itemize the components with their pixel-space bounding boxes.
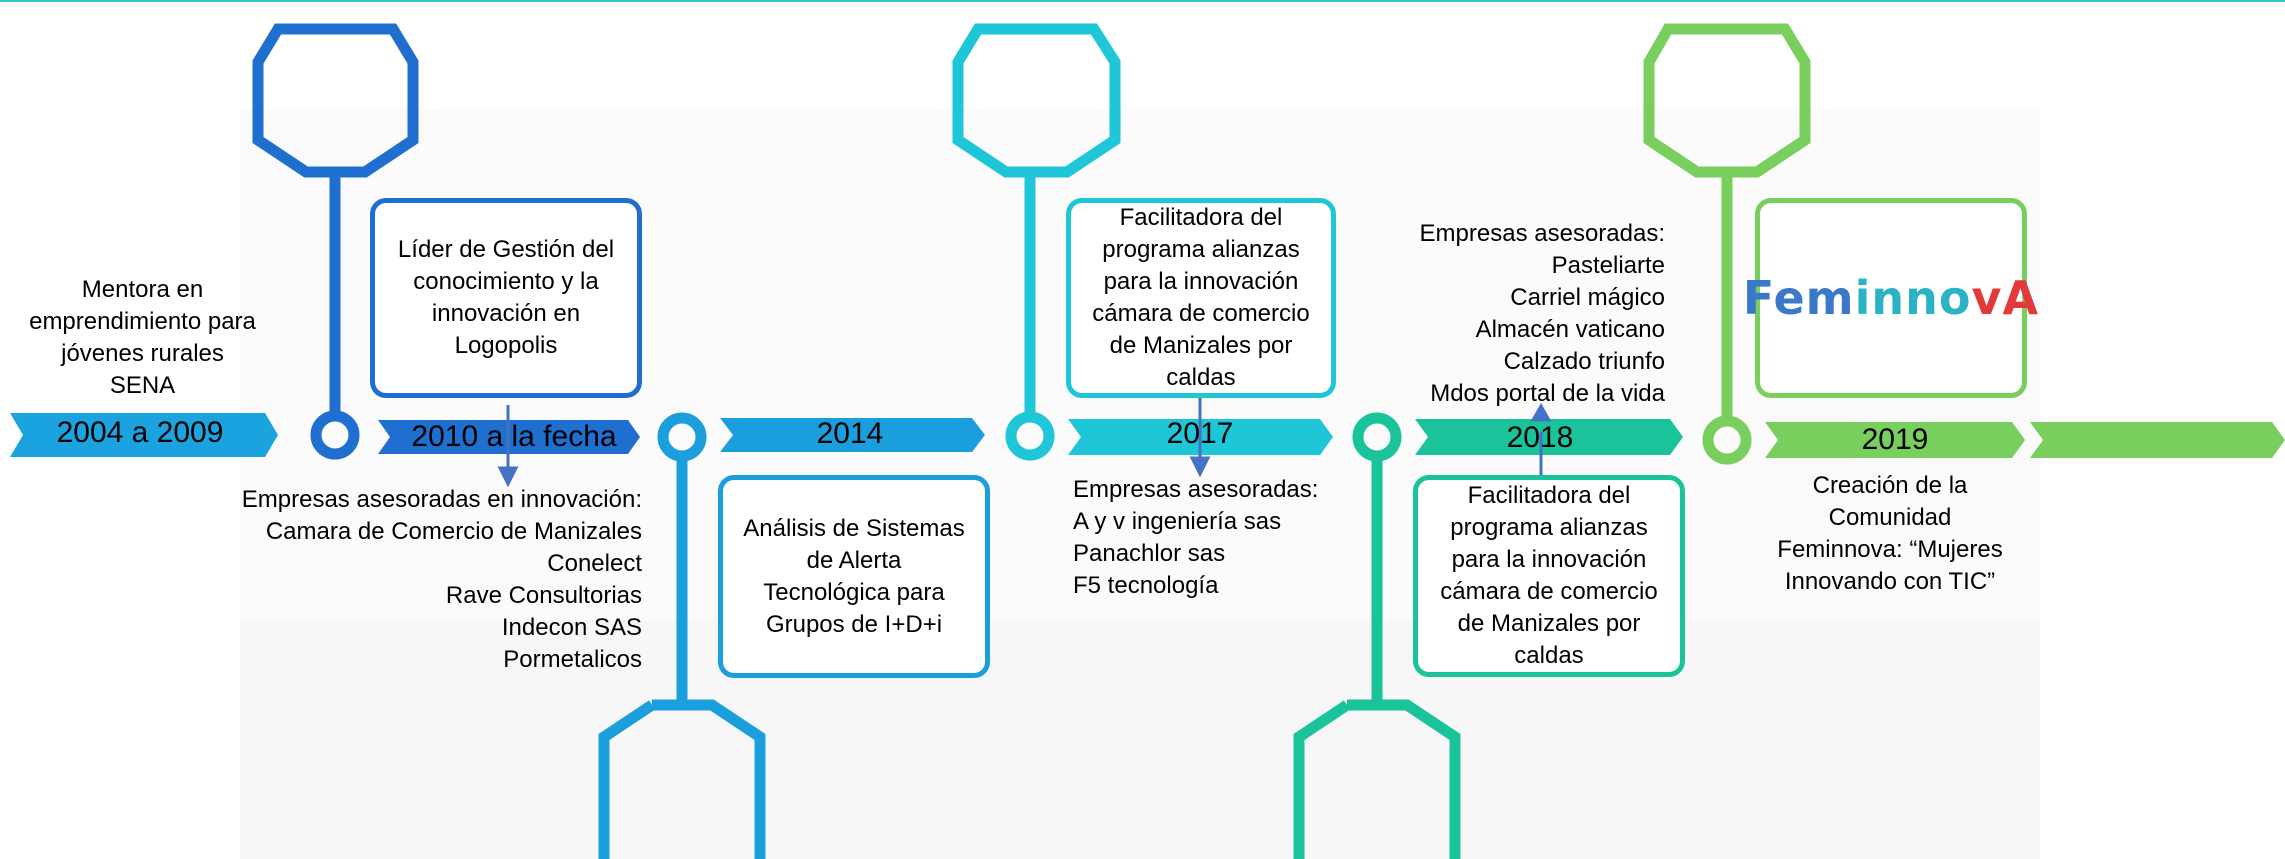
text-line: cámara de comercio [1092,300,1310,327]
text-line: innovación en [431,300,581,327]
text-line: Empresas asesoradas: [1073,476,1319,503]
arrow-2018 [1530,402,1552,478]
milestone-2010-box: Líder de Gestión del conocimiento y la i… [370,198,642,398]
pin-2019 [1643,23,1811,465]
background-panel-lower [240,620,2040,859]
text-line: Camara de Comercio de Manizales [265,518,642,545]
text-line: Panachlor sas [1073,540,1226,567]
year-label-2010: 2010 a la fecha [411,420,617,453]
text-line: Pasteliarte [1551,252,1665,279]
text-line: Innovando con TIC” [1784,568,1996,595]
milestone-2010-companies: Empresas asesoradas en innovación: Camar… [160,484,642,676]
text-line: Empresas asesoradas en innovación: [241,486,642,513]
chevron-5 [1415,419,1683,455]
text-line: jóvenes rurales [61,340,224,367]
text-line: Almacén vaticano [1475,316,1665,343]
top-accent-line [0,0,2285,2]
chevron-6 [1765,422,2025,458]
arrow-2017 [1189,395,1211,478]
pin-2014 [598,412,766,859]
chevron-3 [720,418,985,452]
text-line: Líder de Gestión del [397,236,615,263]
milestone-2017-box: Facilitadora del programa alianzas para … [1066,198,1336,398]
text-line: Facilitadora del [1119,204,1283,231]
text-line: Creación de la [1812,472,1968,499]
chevron-1 [10,413,278,457]
text-line: Grupos de I+D+i [765,610,943,638]
pin-2010 [252,23,419,460]
milestone-2017-companies: Empresas asesoradas: A y v ingeniería sa… [1073,474,1373,602]
text-line: Mdos portal de la vida [1430,380,1665,407]
chevron-7 [2030,422,2285,458]
feminnova-logo: FeminnovA [1742,271,2040,325]
text-line: programa alianzas [1450,514,1648,541]
text-line: Feminnova: “Mujeres [1777,536,2003,563]
milestone-2019-box: FeminnovA [1743,198,2038,398]
text-line: Carriel mágico [1510,284,1665,311]
text-line: SENA [109,372,176,399]
text-line: Facilitadora del [1467,482,1631,509]
text-line: de Alerta [806,546,902,574]
milestone-2019-text: Creación de la Comunidad Feminnova: “Muj… [1740,470,2040,598]
text-line: Logopolis [454,332,558,359]
text-line: Empresas asesoradas: [1419,220,1665,247]
text-line: programa alianzas [1102,236,1300,263]
text-line: A y v ingeniería sas [1073,508,1282,535]
text-line: emprendimiento para [29,308,256,335]
year-label-2018: 2018 [1506,421,1574,454]
text-line: Conelect [547,550,642,577]
text-line: Análisis de Sistemas [743,514,965,542]
text-line: de Manizales por [1109,332,1293,359]
milestone-2004-text: Mentora en emprendimiento para jóvenes r… [10,274,275,402]
text-line: Comunidad [1828,504,1952,531]
text-line: Indecon SAS [501,614,642,641]
text-line: de Manizales por [1457,610,1641,637]
text-line: para la innovación [1103,268,1299,295]
text-line: para la innovación [1451,546,1647,573]
year-label-2017: 2017 [1166,417,1234,450]
text-line: Tecnológica para [763,578,945,606]
pin-2017 [952,23,1121,461]
arrow-2010 [497,405,519,488]
year-label-2019: 2019 [1861,423,1929,456]
text-line: Rave Consultorias [445,582,642,609]
text-line: Mentora en [81,276,204,303]
milestone-2018-companies: Empresas asesoradas: Pasteliarte Carriel… [1335,218,1665,410]
year-label-2014: 2014 [816,417,884,450]
text-line: Calzado triunfo [1503,348,1665,375]
text-line: conocimiento y la [413,268,599,295]
text-line: caldas [1514,642,1584,669]
pin-2018 [1293,412,1461,859]
milestone-2014-box: Análisis de Sistemas de Alerta Tecnológi… [718,475,990,678]
text-line: F5 tecnología [1073,572,1219,599]
milestone-2018-box: Facilitadora del programa alianzas para … [1413,475,1685,677]
text-line: Pormetalicos [503,646,642,673]
text-line: caldas [1166,364,1236,391]
year-label-2004: 2004 a 2009 [56,416,224,449]
text-line: cámara de comercio [1440,578,1658,605]
